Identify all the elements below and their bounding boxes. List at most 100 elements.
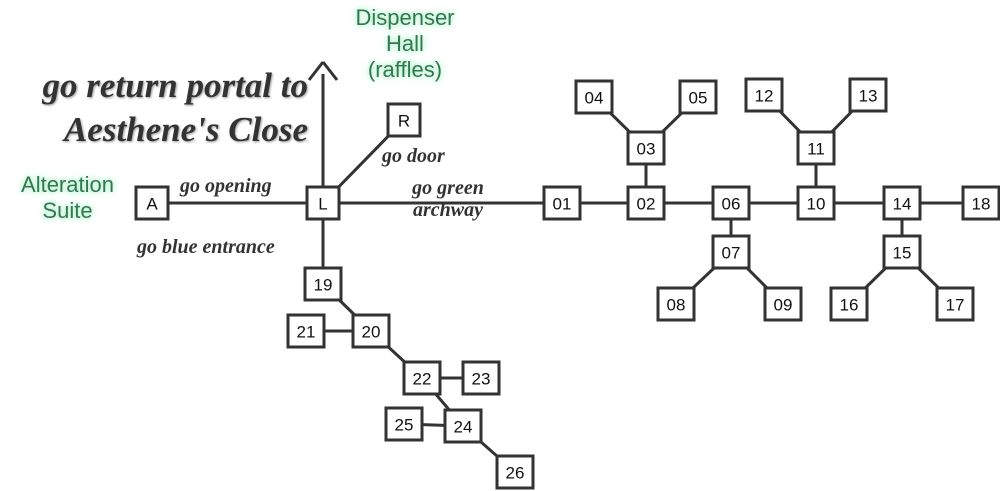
room-node-21[interactable]: 21 [286, 313, 326, 349]
go-blue-entrance-label: go blue entrance [137, 236, 275, 258]
room-box [829, 286, 869, 322]
title-line1: go return portal to [42, 66, 308, 105]
room-label: 04 [585, 89, 604, 108]
room-box [305, 185, 341, 221]
room-box [542, 185, 582, 221]
room-label: 14 [893, 195, 912, 214]
room-node-16[interactable]: 16 [829, 286, 869, 322]
room-label: 07 [722, 244, 741, 263]
room-box [711, 234, 751, 270]
alteration-suite-line2: Suite [42, 198, 93, 223]
room-box [796, 185, 836, 221]
room-label: 21 [297, 323, 316, 342]
room-label: 22 [413, 370, 432, 389]
alteration-suite-line1: Alteration [21, 172, 114, 197]
room-label: 09 [774, 296, 793, 315]
room-label: 26 [506, 464, 525, 483]
room-node-18[interactable]: 18 [961, 185, 1000, 221]
room-box [763, 286, 803, 322]
room-node-09[interactable]: 09 [763, 286, 803, 322]
room-box [935, 286, 975, 322]
room-label: 13 [859, 87, 878, 106]
go-green-archway-label: go green archway [398, 177, 498, 221]
room-node-26[interactable]: 26 [495, 454, 535, 490]
room-label: 06 [722, 195, 741, 214]
room-box [848, 77, 888, 113]
room-label: 10 [807, 195, 826, 214]
map-nodes: A L R 01 02 03 04 05 06 07 08 09 10 11 12 13 14 15 16 17 18 1… [134, 77, 1000, 490]
dispenser-hall-line1: Dispenser [355, 5, 455, 30]
room-label: 03 [637, 140, 656, 159]
room-box [678, 79, 718, 115]
title-line2: Aesthene's Close [63, 110, 308, 149]
room-box [286, 313, 326, 349]
room-node-25[interactable]: 25 [384, 406, 424, 442]
dispenser-hall-label: Dispenser Hall (raffles) [330, 5, 480, 83]
room-box [711, 185, 751, 221]
go-green-line2: archway [413, 199, 483, 221]
room-label: 11 [807, 140, 825, 159]
room-node-L[interactable]: L [305, 185, 341, 221]
room-label: L [318, 195, 327, 214]
room-label: 16 [840, 296, 859, 315]
room-box [961, 185, 1000, 221]
room-label: 24 [454, 418, 473, 437]
return-portal-title: go return portal to Aesthene's Close [0, 64, 308, 152]
room-node-22[interactable]: 22 [402, 360, 442, 396]
room-node-15[interactable]: 15 [882, 234, 922, 270]
room-box [744, 77, 784, 113]
room-node-03[interactable]: 03 [626, 130, 666, 166]
room-label: A [146, 195, 158, 214]
room-node-R[interactable]: R [386, 102, 422, 138]
room-box [574, 79, 614, 115]
room-node-17[interactable]: 17 [935, 286, 975, 322]
go-door-label: go door [382, 145, 445, 167]
room-label: 17 [946, 296, 965, 315]
room-box [796, 130, 836, 166]
up-arrow-icon [307, 61, 339, 81]
room-node-12[interactable]: 12 [744, 77, 784, 113]
room-box [402, 360, 442, 396]
room-box [626, 185, 666, 221]
room-label: 05 [689, 89, 708, 108]
room-node-04[interactable]: 04 [574, 79, 614, 115]
room-node-13[interactable]: 13 [848, 77, 888, 113]
room-node-07[interactable]: 07 [711, 234, 751, 270]
room-node-05[interactable]: 05 [678, 79, 718, 115]
room-node-01[interactable]: 01 [542, 185, 582, 221]
room-node-10[interactable]: 10 [796, 185, 836, 221]
room-label: 18 [972, 195, 991, 214]
room-label: 08 [667, 296, 686, 315]
room-box [351, 313, 391, 349]
room-node-24[interactable]: 24 [443, 408, 483, 444]
room-box [303, 266, 343, 302]
room-node-06[interactable]: 06 [711, 185, 751, 221]
room-node-A[interactable]: A [134, 185, 170, 221]
room-node-23[interactable]: 23 [461, 360, 501, 396]
room-label: 02 [637, 195, 656, 214]
room-label: 25 [395, 416, 414, 435]
room-box [626, 130, 666, 166]
room-node-20[interactable]: 20 [351, 313, 391, 349]
room-label: 23 [472, 370, 491, 389]
room-node-02[interactable]: 02 [626, 185, 666, 221]
room-label: 01 [553, 195, 572, 214]
room-label: 15 [893, 244, 912, 263]
room-box [384, 406, 424, 442]
room-node-14[interactable]: 14 [882, 185, 922, 221]
go-green-line1: go green [412, 177, 484, 199]
room-box [882, 234, 922, 270]
room-node-19[interactable]: 19 [303, 266, 343, 302]
room-box [882, 185, 922, 221]
go-opening-label: go opening [180, 175, 272, 197]
dispenser-hall-line3: (raffles) [367, 57, 443, 82]
room-box [461, 360, 501, 396]
alteration-suite-label: Alteration Suite [0, 172, 135, 224]
room-node-11[interactable]: 11 [796, 130, 836, 166]
room-box [134, 185, 170, 221]
dispenser-hall-line2: Hall [386, 31, 424, 56]
room-node-08[interactable]: 08 [656, 286, 696, 322]
room-box [656, 286, 696, 322]
room-box [386, 102, 422, 138]
